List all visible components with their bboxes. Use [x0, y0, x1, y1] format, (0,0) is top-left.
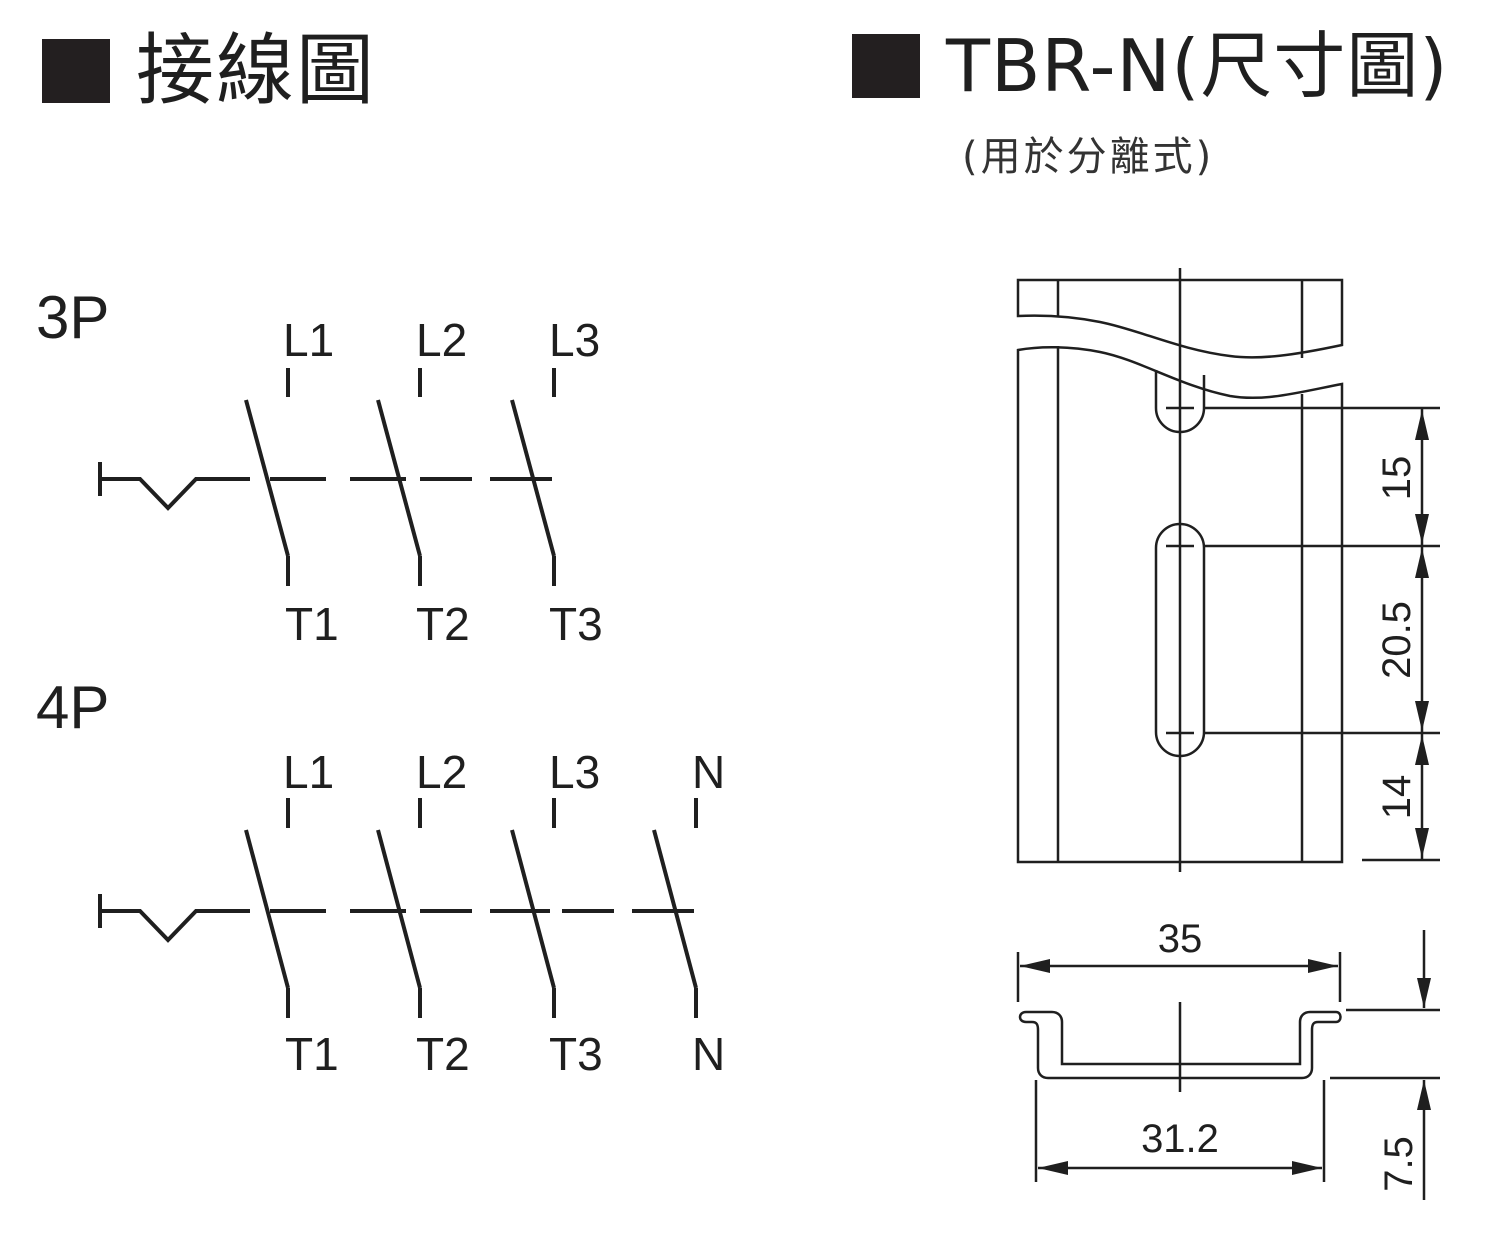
arrow-right [1308, 959, 1338, 973]
terminal-label-T3: T3 [549, 1028, 603, 1080]
wiring-4p: 4P L1 L2 L3 N T1 T2 T3 N [36, 674, 725, 1080]
pole-2 [376, 368, 422, 586]
terminal-label-L1: L1 [283, 314, 334, 366]
heading-square-icon [852, 34, 920, 98]
dimension-label-20-5: 20.5 [1375, 601, 1419, 679]
wiring-diagram-title: 接線圖 [136, 26, 377, 116]
wiring-diagram-heading: 接線圖 [42, 32, 376, 110]
terminal-label-T1: T1 [285, 1028, 339, 1080]
dimension-diagram-subtitle: (用於分離式) [962, 134, 1215, 180]
rail-upper-break-piece [1016, 278, 1344, 359]
pole-3 [510, 798, 556, 1018]
wiring-3p: 3P L1 L2 L3 T1 T2 T3 [36, 284, 603, 650]
dimension-label-14: 14 [1375, 775, 1419, 820]
dimension-arrows [1415, 410, 1429, 858]
rail-profile [1018, 1010, 1342, 1080]
pole-neutral [652, 798, 698, 1018]
din-rail-front-view: 15 20.5 14 [1016, 268, 1440, 872]
terminal-label-T2: T2 [416, 598, 470, 650]
din-rail-cross-section: 35 31.2 7.5 [1016, 917, 1440, 1200]
arrow-up [1417, 1080, 1431, 1110]
terminal-label-N: N [692, 1028, 725, 1080]
pole-1 [244, 368, 290, 586]
terminal-label-L2: L2 [416, 746, 467, 798]
pole-3 [510, 368, 556, 586]
actuator-symbol [98, 894, 250, 943]
arrow-left [1038, 1161, 1068, 1175]
wiring-3p-label: 3P [36, 284, 109, 351]
terminal-label-T2: T2 [416, 1028, 470, 1080]
arrow-down [1417, 978, 1431, 1008]
terminal-label-L2: L2 [416, 314, 467, 366]
arrow-left [1020, 959, 1050, 973]
wiring-4p-label: 4P [36, 674, 109, 741]
actuator-symbol [98, 462, 250, 511]
dimension-label-31-2: 31.2 [1141, 1117, 1219, 1161]
mounting-slot-top [1154, 370, 1206, 434]
terminal-label-T1: T1 [285, 598, 339, 650]
terminal-label-L1: L1 [283, 746, 334, 798]
terminal-label-T3: T3 [549, 598, 603, 650]
terminal-label-N: N [692, 746, 725, 798]
dimension-label-7-5: 7.5 [1377, 1136, 1421, 1192]
dimension-diagram-title: TBR-N(尺寸圖) [946, 24, 1449, 108]
mounting-slot-long [1154, 522, 1206, 758]
dimension-diagram-heading: TBR-N(尺寸圖) [852, 30, 1449, 102]
arrow-right [1292, 1161, 1322, 1175]
pole-1 [244, 798, 290, 1018]
dimension-label-15: 15 [1375, 456, 1419, 501]
terminal-label-L3: L3 [549, 746, 600, 798]
heading-square-icon [42, 39, 110, 103]
terminal-label-L3: L3 [549, 314, 600, 366]
pole-2 [376, 798, 422, 1018]
dimension-label-35: 35 [1158, 917, 1203, 961]
rail-lower-body [1016, 345, 1344, 864]
